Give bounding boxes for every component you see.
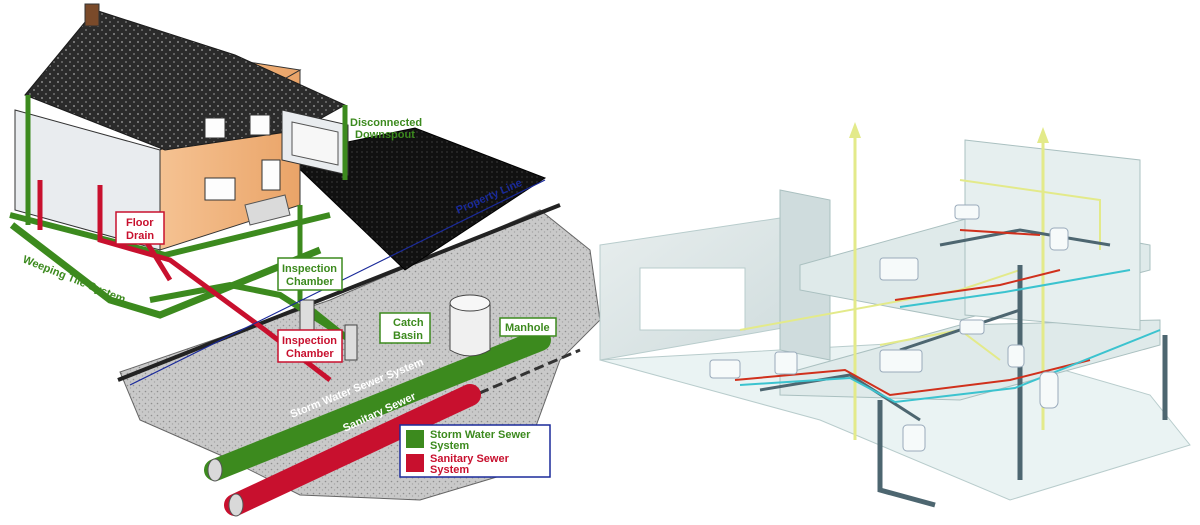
drain-stack xyxy=(877,265,1168,508)
legend-sanitary-label: Sanitary Sewer xyxy=(430,453,510,465)
window xyxy=(261,159,281,191)
catch-basin-label-2: Basin xyxy=(393,330,423,342)
legend-sanitary-label-2: System xyxy=(430,464,469,476)
toilet xyxy=(1049,227,1069,251)
chimney xyxy=(84,3,100,27)
storm-pipe-end xyxy=(207,458,223,482)
legend: Storm Water Sewer System Sanitary Sewer … xyxy=(399,424,551,478)
storm-sewer-main xyxy=(204,329,551,481)
sink xyxy=(954,204,980,220)
sanitary-sewer-main xyxy=(224,384,481,516)
floor-drain-box xyxy=(115,211,165,245)
disconnected-downspout-label: Disconnected xyxy=(350,117,422,129)
disconnected-downspout-label-2: Downspout xyxy=(355,129,415,141)
weeping-tile-pipe xyxy=(9,222,322,319)
bathtub xyxy=(879,257,919,281)
legend-storm-swatch xyxy=(406,430,424,448)
legend-sanitary-swatch xyxy=(406,454,424,472)
inspection-chamber-green-label: Inspection xyxy=(282,263,337,275)
hot-water-line xyxy=(734,229,1091,397)
basement-floor xyxy=(9,212,331,259)
floor-drain-label: Floor xyxy=(126,217,154,229)
garage-door xyxy=(291,121,339,166)
weeping-tile-label: Weeping Tile System xyxy=(21,254,127,306)
window xyxy=(249,114,271,136)
water-heater xyxy=(1039,371,1059,409)
bathtub xyxy=(879,349,923,373)
toilet xyxy=(1007,344,1025,368)
catch-basin-box xyxy=(379,312,431,344)
plumbing-fixture xyxy=(774,351,798,375)
sink xyxy=(959,319,985,335)
legend-storm-label: Storm Water Sewer xyxy=(430,429,531,441)
inspection-chamber-red-label: Inspection xyxy=(282,335,337,347)
driveway xyxy=(283,127,547,271)
legend-box xyxy=(399,424,551,478)
inspection-chamber-red-box xyxy=(277,329,343,363)
manhole-box xyxy=(499,317,557,337)
window xyxy=(204,117,226,139)
sewer-diagram: Disconnected Downspout Property Line Flo… xyxy=(9,3,601,517)
floor-drain-label-2: Drain xyxy=(126,230,154,242)
legend-storm-label-2: System xyxy=(430,440,469,452)
catch-basin xyxy=(344,324,358,361)
toilet xyxy=(902,424,926,452)
cold-water-line xyxy=(739,269,1161,404)
manhole-label: Manhole xyxy=(505,322,550,334)
storm-lateral xyxy=(149,281,352,343)
plumbing-3d-diagram xyxy=(599,122,1191,508)
curb-edge xyxy=(117,203,561,382)
vent-stack-arrow xyxy=(1037,127,1049,143)
vent-stack-arrow xyxy=(849,122,861,138)
front-steps xyxy=(244,194,291,226)
plumbing-fixture xyxy=(709,359,741,379)
catch-basin-label: Catch xyxy=(393,317,424,329)
window xyxy=(204,177,236,201)
inspection-chamber-red-label-2: Chamber xyxy=(286,348,334,360)
manhole-top xyxy=(449,294,491,312)
sanitary-pipe-end xyxy=(228,493,244,517)
inspection-chamber-green-box xyxy=(277,257,343,291)
window-opening xyxy=(639,267,746,331)
inspection-chamber-green-label-2: Chamber xyxy=(286,276,334,288)
